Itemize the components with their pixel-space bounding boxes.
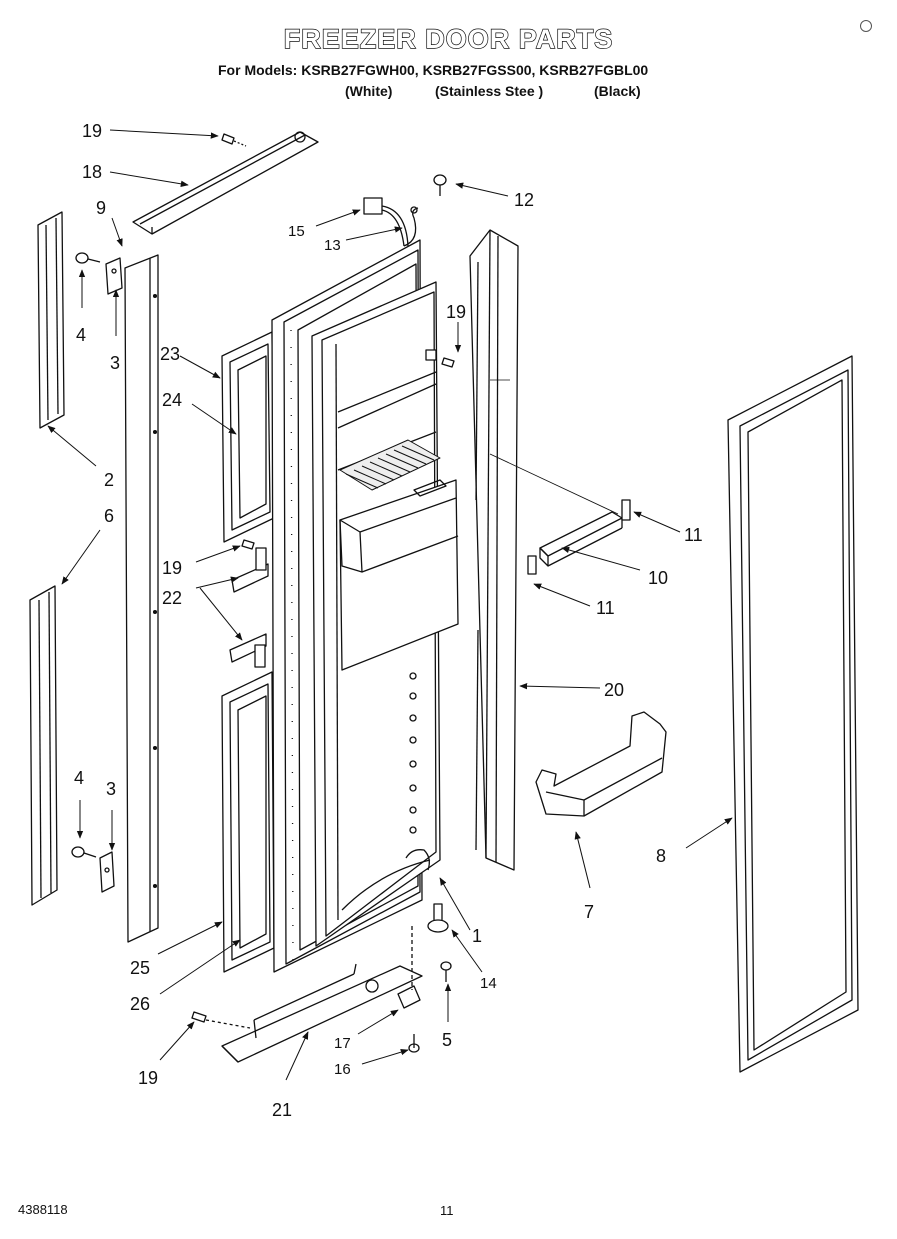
screw-part-19-right — [425, 349, 455, 368]
callout-5: 5 — [442, 1030, 452, 1050]
page-title: FREEZER DOOR PARTS — [283, 23, 614, 54]
bracket-part-10 — [539, 511, 623, 567]
callout-10: 10 — [648, 568, 668, 588]
liner-dimples — [409, 672, 417, 834]
screw-part-5 — [440, 961, 452, 982]
bracket-part-22 — [229, 547, 269, 668]
callout-18: 18 — [82, 162, 102, 182]
hinge-clip-part-3-lower — [99, 851, 115, 893]
models-line: For Models: KSRB27FGWH00, KSRB27FGSS00, … — [218, 62, 649, 78]
callout-14: 14 — [480, 975, 497, 992]
screw-part-16 — [408, 1034, 420, 1053]
callout-1: 1 — [472, 926, 482, 946]
wire-harness-part-13-15 — [363, 197, 419, 247]
screw-part-12 — [433, 174, 447, 196]
callout-22: 22 — [162, 588, 182, 608]
callout-11-lower: 11 — [596, 598, 615, 618]
callout-11-upper: 11 — [684, 525, 703, 545]
right-trim-part-20 — [469, 229, 519, 871]
bottom-trim-part-21 — [221, 963, 423, 1063]
callout-4-lower: 4 — [74, 768, 84, 788]
callout-23: 23 — [160, 344, 180, 364]
callout-7: 7 — [584, 902, 594, 922]
callout-8: 8 — [656, 846, 666, 866]
left-trim-part-2 — [37, 211, 65, 429]
variant-black-label: (Black) — [594, 83, 641, 99]
long-side-panel-part-9 — [124, 254, 159, 943]
door-gasket-part-8 — [727, 355, 859, 1073]
callout-9: 9 — [96, 198, 106, 218]
screw-part-4-upper — [75, 252, 101, 264]
screw-part-19-top — [221, 133, 247, 147]
screw-part-19-bottom — [191, 1011, 251, 1029]
callout-6: 6 — [104, 506, 114, 526]
callout-19-bottom: 19 — [138, 1068, 158, 1088]
document-part-number: 4388118 — [18, 1202, 68, 1217]
callout-3-upper: 3 — [110, 353, 120, 373]
corner-circle-icon — [860, 20, 872, 32]
hinge-clip-part-3-upper — [105, 257, 123, 295]
callout-15: 15 — [288, 223, 305, 240]
variant-stainless-label: (Stainless Stee ) — [435, 83, 544, 99]
clip-part-11-upper — [621, 499, 631, 521]
callout-2: 2 — [104, 470, 114, 490]
lower-panel-part-25-26 — [221, 671, 275, 973]
callout-4-upper: 4 — [76, 325, 86, 345]
hinge-pin-part-14 — [411, 903, 449, 990]
callout-12: 12 — [514, 190, 534, 210]
callout-16: 16 — [334, 1061, 351, 1078]
door-shelf-part-7 — [535, 711, 667, 817]
door-liner-main — [271, 239, 459, 973]
block-part-17 — [397, 985, 421, 1009]
callout-24: 24 — [162, 390, 182, 410]
upper-panel-part-23-24 — [221, 331, 275, 543]
callout-19-mid: 19 — [162, 558, 182, 578]
callout-3-lower: 3 — [106, 779, 116, 799]
top-trim-bar-part-18 — [132, 131, 319, 235]
page-number: 11 — [440, 1203, 454, 1218]
screw-part-19-mid-left — [241, 539, 255, 550]
callout-19-right: 19 — [446, 302, 466, 322]
callout-20: 20 — [604, 680, 624, 700]
callout-25: 25 — [130, 958, 150, 978]
leader-lines — [47, 129, 733, 1081]
left-trim-part-6 — [29, 585, 58, 906]
clip-part-11-lower — [527, 555, 537, 575]
callout-13: 13 — [324, 237, 341, 254]
callout-labels: 19 18 9 4 3 2 6 23 24 19 22 4 3 25 26 19… — [74, 121, 703, 1120]
callout-21: 21 — [272, 1100, 292, 1120]
screw-part-4-lower — [71, 846, 97, 858]
callout-17: 17 — [334, 1035, 351, 1052]
callout-19-top: 19 — [82, 121, 102, 141]
callout-26: 26 — [130, 994, 150, 1014]
variant-white-label: (White) — [345, 83, 393, 99]
dispenser-grille — [339, 439, 441, 491]
